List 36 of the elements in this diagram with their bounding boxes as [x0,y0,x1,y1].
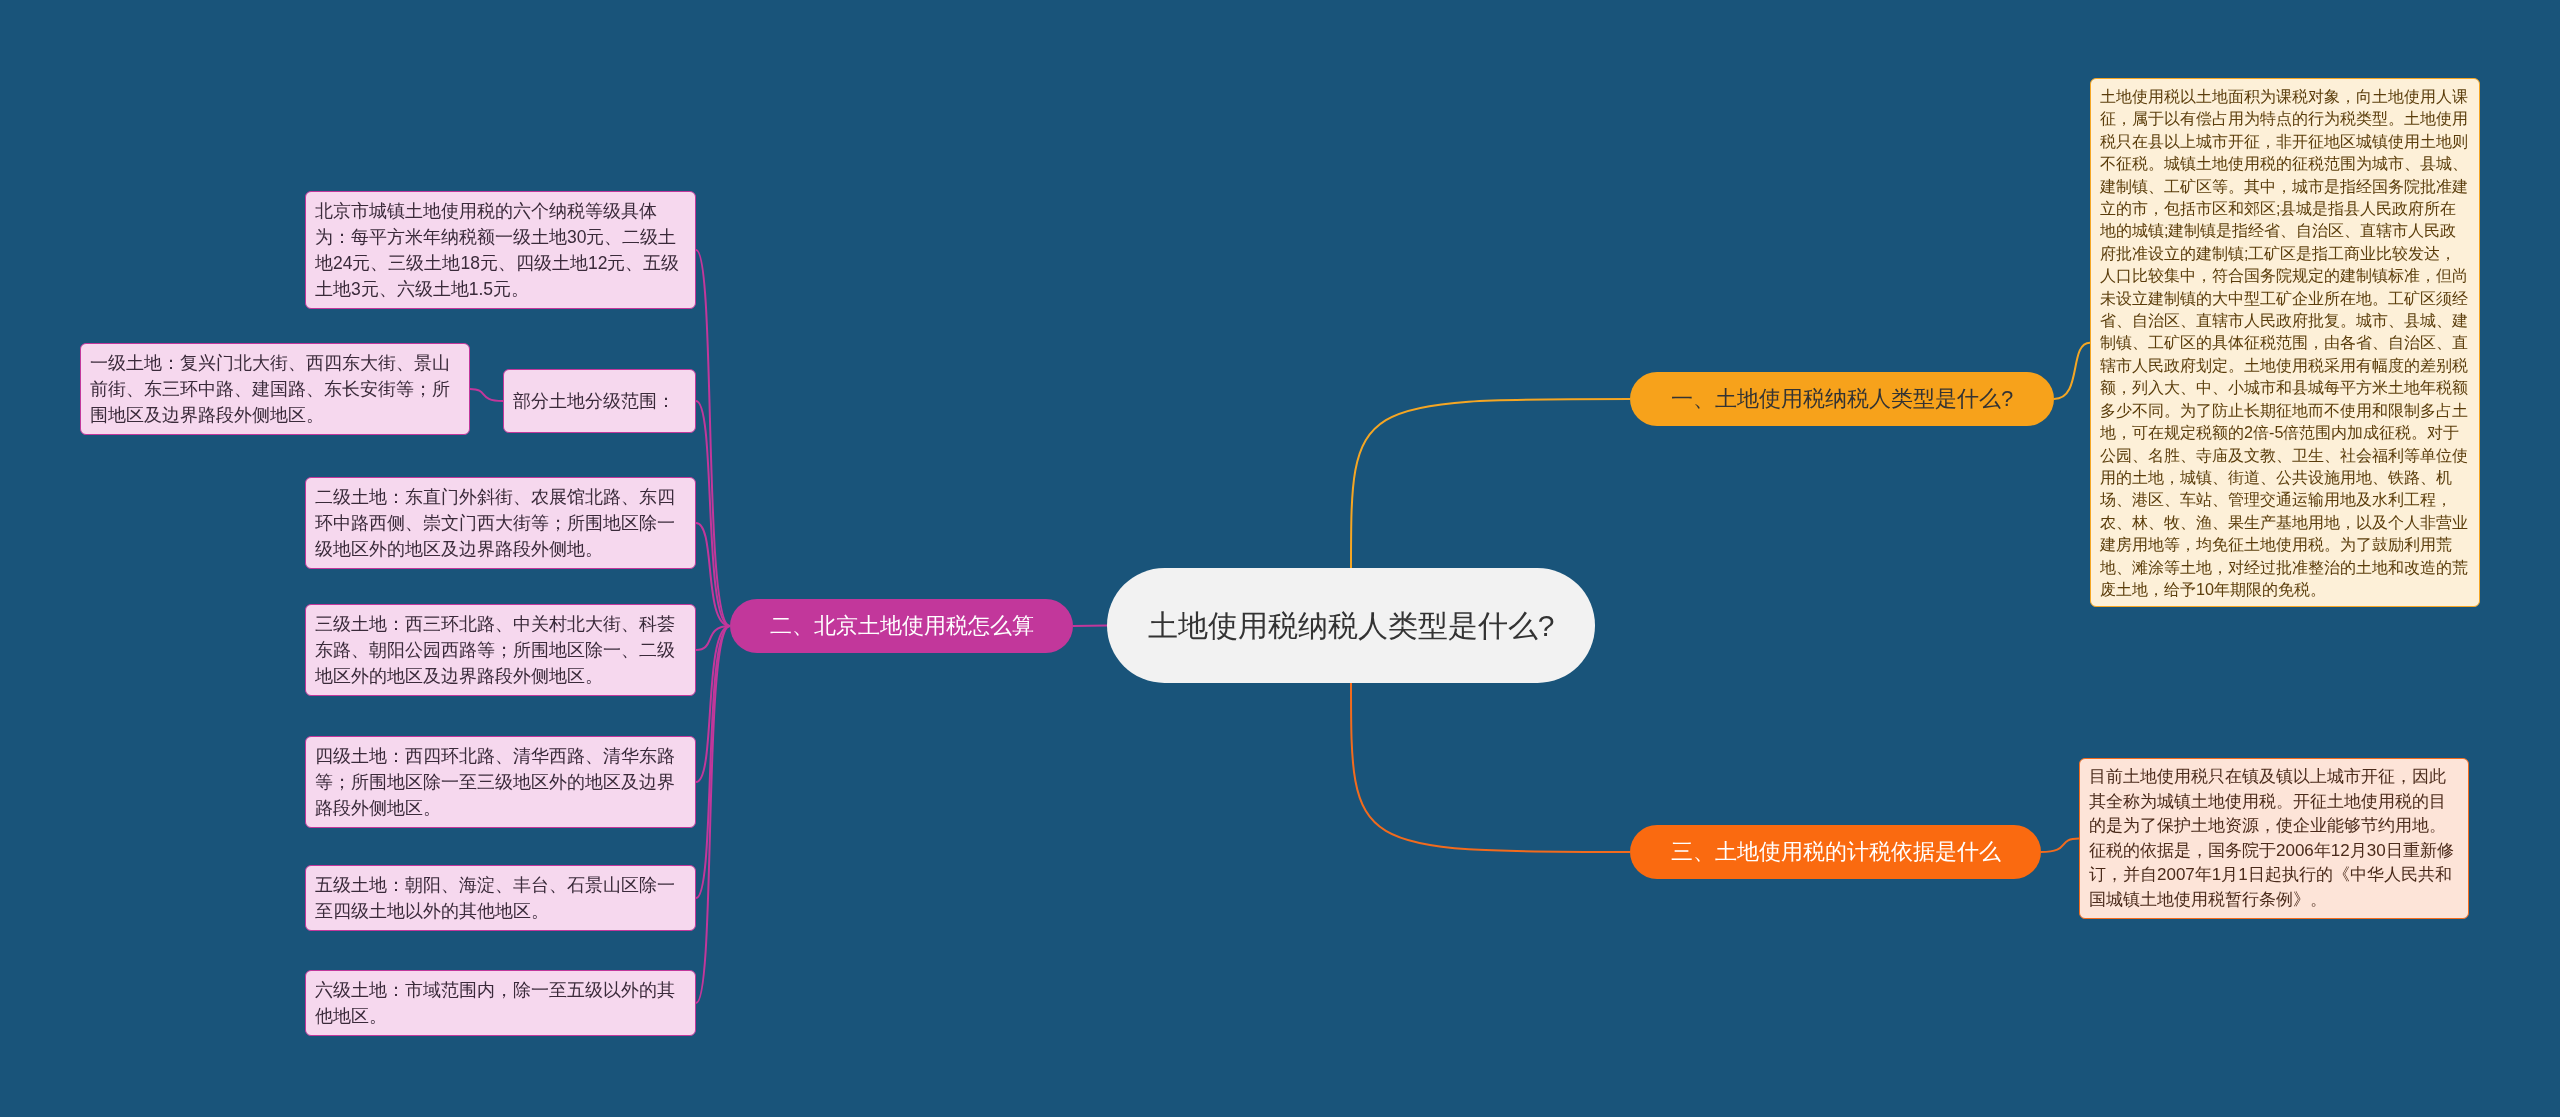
topic-text: 六级土地：市域范围内，除一至五级以外的其他地区。 [315,979,676,1028]
note-box [2079,758,2469,919]
connector-line [695,400,731,627]
topic-text: 二、北京土地使用税怎么算 [769,612,1034,640]
subtopic-box [80,343,470,435]
topic-text: 三级土地：西三环北路、中关村北大街、科荟东路、朝阳公园西路等；所围地区除一、二级地区外的地区及边界路段外侧地区。 [315,613,676,688]
topic-text: 一级土地：复兴门北大街、西四东大街、景山前街、东三环中路、建国路、东长安街等；所围地区及边界路段外侧地区。 [90,352,451,427]
topic-text: 北京市城镇土地使用税的六个纳税等级具体为：每平方米年纳税额一级土地30元、二级土地24元、三级土地18元、四级土地12元、五级土地3元、六级土地1.5元。 [315,200,681,301]
connector-line [469,388,504,402]
topic-text: 五级土地：朝阳、海淀、丰台、石景山区除一至四级土地以外的其他地区。 [315,874,676,923]
topic-text: 土地使用税以土地面积为课税对象，向土地使用人课征，属于以有偿占用为特点的行为税类型。土地使用税只在县以上城市开征，非开征地区城镇使用土地则不征税。城镇土地使用税的征税范围为城市、县城、建制镇、工矿区等。其中，城市是指经国务院批准建立的市，包括市区和郊区;县城是指县人民政府所在地的城镇;建制镇是指经省、自治区、直辖市人民政府批准设立的建制镇;工矿区是指工商业比较发达，人口比较集中，符合国务院规定的建制镇标准，但尚未设立建制镇的大中型工矿企业所在地。工矿区须经省、自治区、直辖市人民政府批复。城市、县城、建制镇、工矿区的具体征税范围，由各省、自治区、直辖市人民政府划定。土地使用税采用有幅度的差别税额，列入大、中、小城市和县城每平方米土地年税额多少不同。为了防止长期征地而不使用和限制多占土地，可在规定税额的2倍-5倍范围内加成征税。对于公园、名胜、寺庙及文教、卫生、社会福利等单位使用的土地，城镇、街道、公共设施用地、铁路、机场、港区、车站、管理交通运输用地及水利工程，农、林、牧、渔、果生产基地用地，以及个人非营业建房用地等，均免征土地使用税。为了鼓励利用荒地、滩涂等土地，对经过批准整治的土地和改造的荒废土地，给予10年期限的免税。 [2100,86,2469,600]
topic-text: 四级土地：西四环北路、清华西路、清华东路等；所围地区除一至三级地区外的地区及边界路段外侧地区。 [315,745,676,820]
topic-text: 目前土地使用税只在镇及镇以上城市开征，因此其全称为城镇土地使用税。开征土地使用税的目的是为了保护土地资源，使企业能够节约用地。征税的依据是，国务院于2006年12月30日重新修订，并自2007年1月1日起执行的《中华人民共和国城镇土地使用税暂行条例》。 [2089,766,2455,911]
connector-line [1350,398,1631,569]
subtopic-box [305,736,696,828]
connector-line [2053,341,2091,400]
connector-line [695,625,731,783]
topic-text: 一、土地使用税纳税人类型是什么? [1670,385,2014,413]
connector-line [2040,837,2080,853]
topic-text: 二级土地：东直门外斜街、农展馆北路、东四环中路西侧、崇文门西大街等；所围地区除一级地区外的地区及边界路段外侧地。 [315,486,676,561]
connector-line [695,625,731,1004]
subtopic-box [305,865,696,931]
connector-line [695,249,731,627]
branch-topic [1630,372,2054,426]
branch-topic [730,599,1073,653]
subtopic-box [305,604,696,696]
connector-line [1072,624,1108,627]
topic-text: 土地使用税纳税人类型是什么? [1147,607,1555,644]
topic-text: 三、土地使用税的计税依据是什么 [1670,838,2001,866]
topic-text: 部分土地分级范围： [513,390,676,413]
subtopic-box [503,369,696,433]
subtopic-box [305,970,696,1036]
connector-line [1350,682,1631,853]
subtopic-box [305,477,696,569]
branch-topic [1630,825,2041,879]
subtopic-box [305,191,696,309]
